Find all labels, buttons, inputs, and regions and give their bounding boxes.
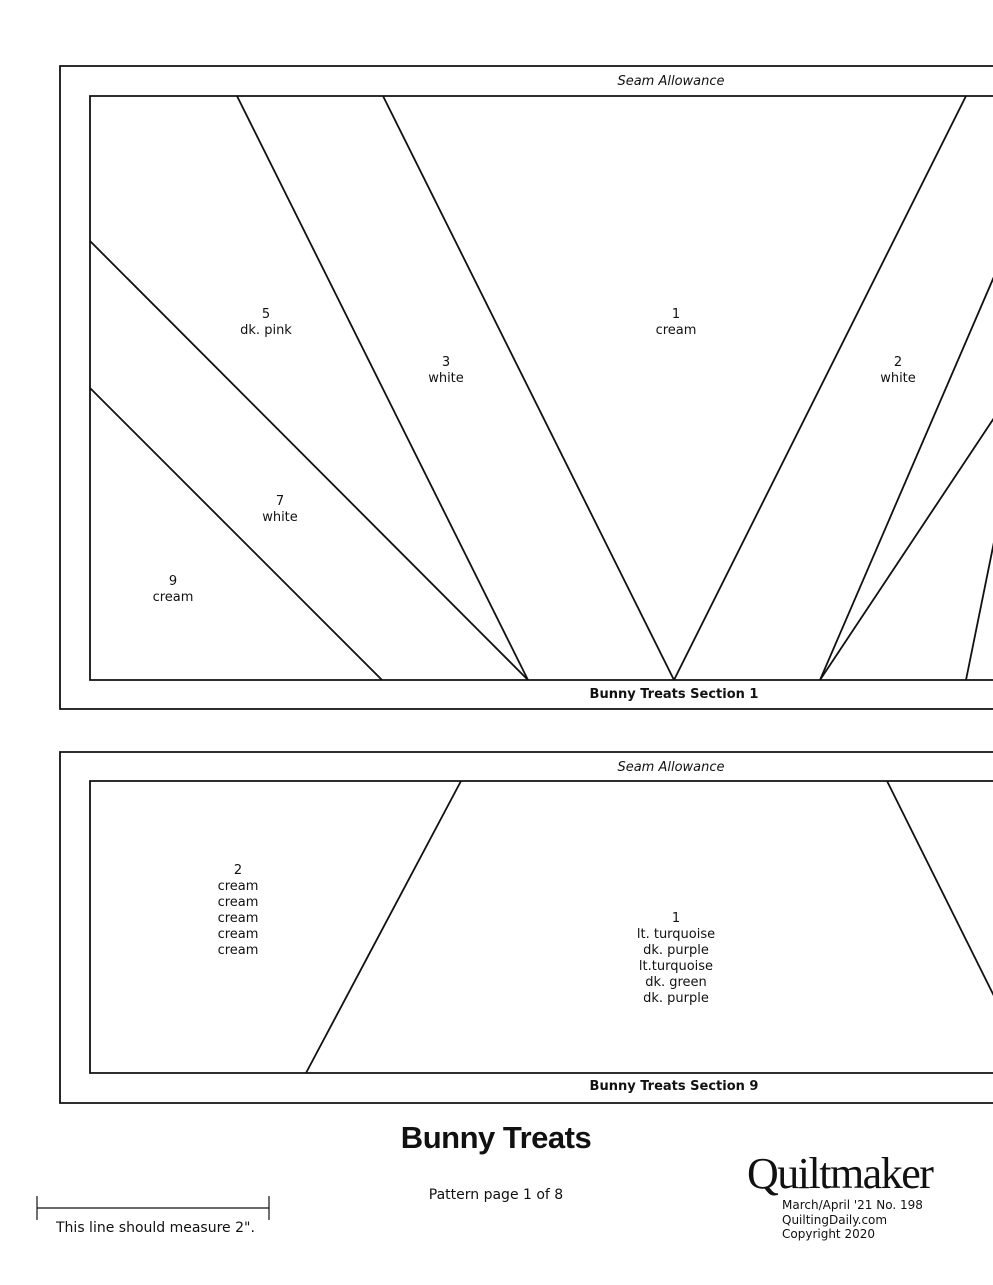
seam-allowance-label: Seam Allowance bbox=[617, 74, 725, 89]
pattern-title: Bunny Treats bbox=[400, 1120, 592, 1155]
piece-color: dk. pink bbox=[240, 323, 292, 338]
piece-color: dk. purple bbox=[643, 991, 709, 1006]
section-1-outline bbox=[59, 65, 993, 710]
piece-color: white bbox=[428, 371, 464, 386]
piece-number: 7 bbox=[275, 494, 285, 509]
piece-color: dk. purple bbox=[643, 943, 709, 958]
piece-color: lt.turquoise bbox=[638, 959, 714, 974]
piece-number: 3 bbox=[441, 355, 451, 370]
publication-info: March/April '21 No. 198 QuiltingDaily.co… bbox=[782, 1198, 923, 1242]
website: QuiltingDaily.com bbox=[782, 1212, 888, 1227]
measure-line bbox=[36, 1196, 270, 1220]
piece-color: lt. turquoise bbox=[636, 927, 716, 942]
piece-number: 2 bbox=[233, 863, 243, 878]
piece-color: cream bbox=[217, 927, 259, 942]
piece-color: cream bbox=[217, 911, 259, 926]
measure-note: This line should measure 2". bbox=[56, 1220, 255, 1236]
piece-color: dk. green bbox=[645, 975, 707, 990]
piece-number: 9 bbox=[168, 574, 178, 589]
piece-number: 1 bbox=[671, 911, 681, 926]
piece-label: 2 cream cream cream cream cream bbox=[218, 863, 259, 959]
piece-color: white bbox=[880, 371, 916, 386]
piece-color: cream bbox=[217, 943, 259, 958]
piece-color: cream bbox=[152, 590, 194, 605]
copyright: Copyright 2020 bbox=[782, 1227, 875, 1241]
section-9-seams bbox=[305, 780, 993, 1074]
section-9-outline bbox=[59, 751, 993, 1104]
section-label: Bunny Treats Section 1 bbox=[589, 687, 759, 702]
page-number: Pattern page 1 of 8 bbox=[428, 1187, 564, 1203]
piece-color: cream bbox=[217, 879, 259, 894]
piece-label: 1 lt. turquoise dk. purple lt.turquoise … bbox=[637, 911, 715, 1007]
issue: March/April '21 No. 198 bbox=[782, 1198, 923, 1212]
piece-color: cream bbox=[217, 895, 259, 910]
section-1-seams bbox=[89, 95, 993, 681]
piece-number: 2 bbox=[893, 355, 903, 370]
piece-color: cream bbox=[655, 323, 697, 338]
piece-number: 5 bbox=[261, 307, 271, 322]
quiltmaker-logo: Quiltmaker bbox=[747, 1149, 934, 1198]
section-label: Bunny Treats Section 9 bbox=[589, 1079, 759, 1094]
piece-number: 1 bbox=[671, 307, 681, 322]
seam-allowance-label: Seam Allowance bbox=[617, 760, 725, 775]
piece-color: white bbox=[262, 510, 298, 525]
